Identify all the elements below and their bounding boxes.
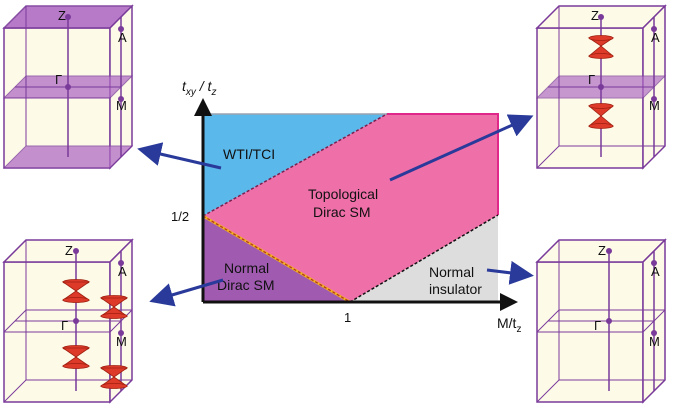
point-z	[598, 14, 604, 20]
point-m	[118, 330, 124, 336]
bz-box-top-right: Z A Γ M	[535, 4, 667, 170]
topological-outline	[387, 113, 499, 215]
bz-box-bottom-left: Z A Γ M	[2, 238, 134, 404]
label-m: M	[649, 334, 660, 349]
dirac-cone-upper	[587, 35, 615, 59]
label-m: M	[116, 98, 127, 113]
point-z	[606, 248, 612, 254]
arrow-to-bottom-right	[486, 260, 534, 285]
point-m	[118, 96, 124, 102]
point-gamma	[65, 84, 71, 90]
label-m: M	[649, 98, 660, 113]
boundary-normal-dirac-topological-dash	[202, 215, 351, 303]
label-gamma: Γ	[61, 318, 68, 333]
point-z	[65, 14, 71, 20]
label-normal-dirac-2: Dirac SM	[217, 277, 275, 293]
label-gamma: Γ	[588, 72, 595, 87]
phase-diagram: txy / tz M/tz 1/2 1 WTI/TCI Topological …	[171, 78, 521, 335]
label-gamma: Γ	[55, 72, 62, 87]
boundary-wti-topological	[202, 113, 388, 217]
label-z: Z	[598, 243, 606, 258]
connector-arrows	[137, 114, 534, 307]
y-tick-label: 1/2	[171, 209, 189, 224]
label-gamma: Γ	[594, 318, 601, 333]
arrow-to-top-right	[389, 114, 534, 182]
label-z: Z	[591, 8, 599, 23]
label-m: M	[116, 334, 127, 349]
point-gamma	[73, 318, 79, 324]
bz-box-top-left: Z A Γ M	[2, 4, 134, 170]
region-topological-dirac-sm	[203, 114, 498, 302]
point-a	[118, 260, 124, 266]
label-a: A	[651, 264, 660, 279]
point-a	[651, 26, 657, 32]
bz-box-bottom-right: Z A Γ M	[535, 238, 667, 404]
label-topological-1: Topological	[308, 186, 378, 202]
dirac-cones	[61, 279, 129, 389]
point-gamma	[598, 84, 604, 90]
boundary-normal-insulator-topological	[349, 214, 499, 303]
point-m	[651, 96, 657, 102]
point-a	[118, 26, 124, 32]
label-topological-2: Dirac SM	[313, 204, 371, 220]
label-normal-insulator-2: insulator	[429, 281, 482, 297]
label-normal-insulator-1: Normal	[429, 264, 474, 280]
label-a: A	[118, 30, 127, 45]
point-gamma	[606, 318, 612, 324]
label-z: Z	[58, 8, 66, 23]
point-m	[651, 330, 657, 336]
x-axis-label: M/tz	[497, 315, 521, 335]
label-z: Z	[65, 243, 73, 258]
label-normal-dirac-1: Normal	[224, 260, 269, 276]
x-tick-label: 1	[344, 310, 351, 325]
label-a: A	[651, 30, 660, 45]
y-axis-label: txy / tz	[182, 78, 216, 98]
arrow-to-top-left	[137, 142, 222, 170]
point-a	[651, 260, 657, 266]
arrow-to-bottom-left	[149, 278, 224, 307]
label-wti-tci: WTI/TCI	[223, 146, 275, 162]
label-a: A	[118, 264, 127, 279]
point-z	[73, 248, 79, 254]
dirac-cone-lower	[587, 103, 615, 129]
